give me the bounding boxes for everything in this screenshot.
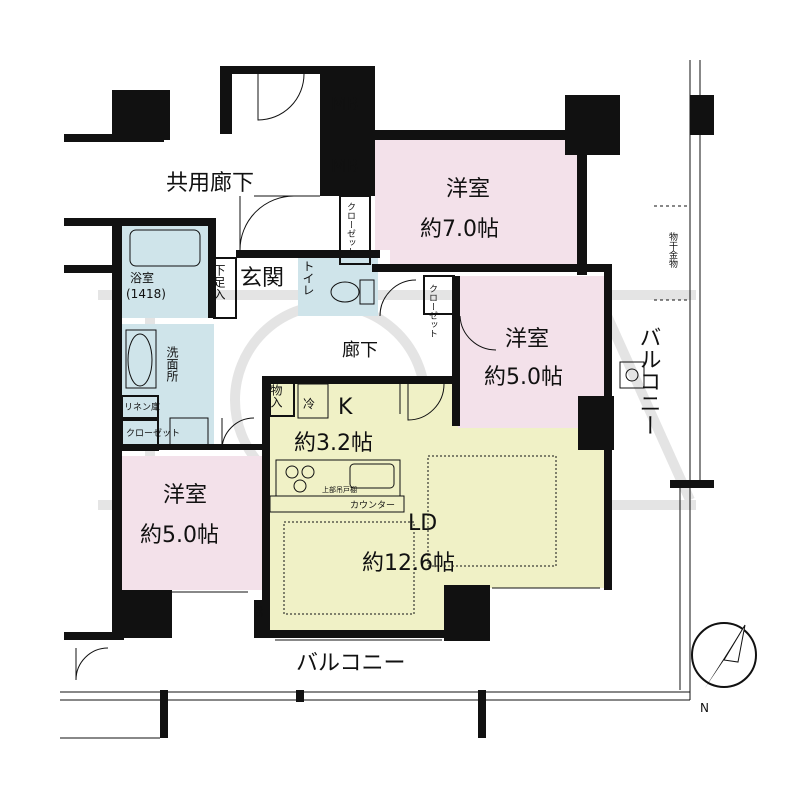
closet-label-west: クローゼット	[126, 427, 180, 439]
closet-label-east: クローゼット	[427, 284, 438, 338]
common-corridor-label: 共用廊下	[166, 171, 254, 196]
kitchen-size: 約3.2帖	[294, 431, 373, 456]
bedroom-5-west-name: 洋室	[163, 483, 207, 508]
ld-size: 約12.6帖	[362, 551, 455, 576]
ld-fill	[268, 380, 608, 635]
washroom-fill	[122, 324, 214, 450]
fixtures	[121, 77, 690, 615]
linen-label: リネン庫	[124, 401, 160, 413]
fridge-label: 冷	[303, 397, 315, 411]
laundry-rack-label: 物干金物	[667, 231, 678, 269]
corridor-label: 廊下	[342, 340, 378, 361]
counter-label: カウンター	[350, 500, 395, 511]
bath-fill	[122, 222, 208, 318]
entrance-label: 玄関	[240, 266, 284, 291]
bedroom-7-name: 洋室	[446, 177, 490, 202]
walls	[64, 66, 714, 641]
storage-label: 物入	[269, 384, 283, 408]
range-hood-label: 上部吊戸棚	[322, 485, 357, 494]
compass-icon	[691, 622, 757, 688]
bedroom-5-west-fill	[120, 456, 262, 590]
bedroom-5-east-name: 洋室	[505, 327, 549, 352]
toilet-label: トイレ	[301, 260, 315, 296]
balcony-rails	[60, 60, 714, 739]
bedroom-7-fill	[375, 140, 578, 272]
windows	[128, 160, 611, 641]
bedroom-5-west-size: 約5.0帖	[140, 523, 219, 548]
compass-north-label: N	[700, 701, 709, 715]
ld-name: LD	[408, 511, 437, 536]
shoe-cabinet-label: 下足入	[212, 264, 226, 300]
balcony-east-label: バルコニー	[636, 326, 661, 436]
bedroom-7-size: 約7.0帖	[420, 217, 499, 242]
doors	[75, 73, 497, 681]
ps-label: PS	[253, 606, 263, 617]
mb-top-label: MB	[331, 94, 359, 115]
closet-label-north: クローゼット	[345, 202, 356, 256]
bath-name: 浴室	[130, 270, 154, 285]
mb-bottom-label: MB	[331, 156, 359, 177]
balcony-south-label: バルコニー	[296, 651, 406, 676]
washroom-label: 洗面所	[165, 346, 179, 382]
bath-size: (1418)	[126, 287, 166, 301]
kitchen-name: K	[338, 395, 353, 420]
bedroom-5-east-fill	[458, 276, 606, 428]
bedroom-5-east-size: 約5.0帖	[484, 365, 563, 390]
